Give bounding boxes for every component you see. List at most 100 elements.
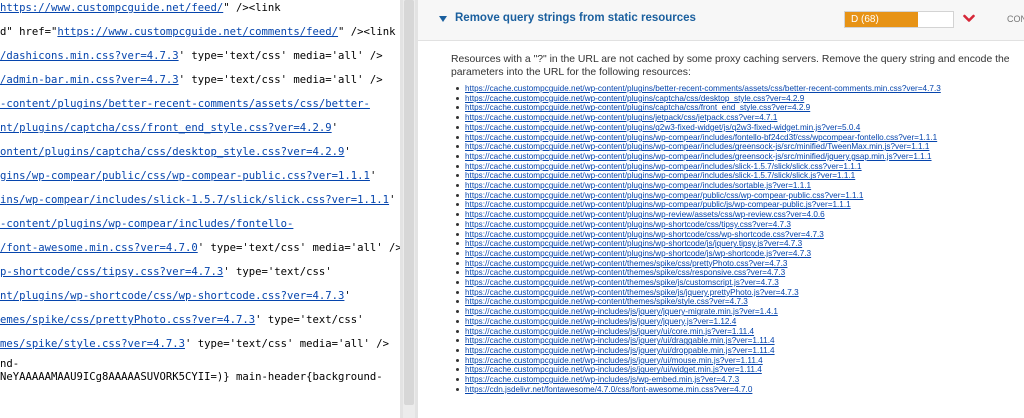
resource-url[interactable]: https://cache.custompcguide.net/wp-conte… — [465, 161, 862, 171]
resource-url[interactable]: https://cache.custompcguide.net/wp-inclu… — [465, 336, 775, 346]
resource-url[interactable]: https://cache.custompcguide.net/wp-conte… — [465, 113, 778, 123]
list-bullet — [456, 261, 459, 265]
source-link[interactable]: ontent/plugins/captcha/css/desktop_style… — [0, 146, 345, 158]
source-text: ' — [369, 170, 377, 182]
list-bullet — [456, 339, 459, 343]
resource-link[interactable]: https://cache.custompcguide.net/wp-conte… — [456, 142, 930, 152]
resource-url[interactable]: https://cache.custompcguide.net/wp-conte… — [465, 239, 803, 249]
resource-url[interactable]: https://cache.custompcguide.net/wp-conte… — [465, 248, 812, 258]
resource-url[interactable]: https://cache.custompcguide.net/wp-conte… — [465, 297, 748, 307]
source-link[interactable]: /font-awesome.min.css?ver=4.7.0 — [0, 242, 198, 254]
resource-link[interactable]: https://cache.custompcguide.net/wp-conte… — [456, 229, 824, 239]
source-line: gins/wp-compear/public/css/wp-compear-pu… — [0, 170, 376, 183]
resource-link[interactable]: https://cdn.jsdelivr.net/fontawesome/4.7… — [456, 384, 753, 394]
source-text: d" href=" — [0, 26, 58, 38]
source-link[interactable]: ins/wp-compear/includes/slick-1.5.7/slic… — [0, 194, 390, 206]
resource-link[interactable]: https://cache.custompcguide.net/wp-conte… — [456, 297, 748, 307]
recommendation-title[interactable]: Remove query strings from static resourc… — [455, 12, 696, 24]
source-link[interactable]: https://www.custompcguide.net/feed/ — [0, 2, 224, 14]
resource-url[interactable]: https://cache.custompcguide.net/wp-inclu… — [465, 316, 737, 326]
source-text: ' — [389, 194, 396, 206]
resource-url[interactable]: https://cdn.jsdelivr.net/fontawesome/4.7… — [465, 384, 753, 394]
resource-url[interactable]: https://cache.custompcguide.net/wp-conte… — [465, 268, 786, 278]
resource-url[interactable]: https://cache.custompcguide.net/wp-conte… — [465, 103, 811, 113]
resource-url[interactable]: https://cache.custompcguide.net/wp-conte… — [465, 142, 930, 152]
resource-link[interactable]: https://cache.custompcguide.net/wp-inclu… — [456, 336, 775, 346]
resource-url[interactable]: https://cache.custompcguide.net/wp-inclu… — [465, 355, 763, 365]
resource-link[interactable]: https://cache.custompcguide.net/wp-conte… — [456, 171, 856, 181]
source-link[interactable]: mes/spike/style.css?ver=4.7.3 — [0, 338, 185, 350]
resource-url[interactable]: https://cache.custompcguide.net/wp-conte… — [465, 229, 824, 239]
resource-url[interactable]: https://cache.custompcguide.net/wp-conte… — [465, 151, 932, 161]
source-link[interactable]: nt/plugins/captcha/css/front_end_style.c… — [0, 122, 332, 134]
resource-link[interactable]: https://cache.custompcguide.net/wp-conte… — [456, 248, 812, 258]
resource-link[interactable]: https://cache.custompcguide.net/wp-conte… — [456, 219, 791, 229]
resource-link[interactable]: https://cache.custompcguide.net/wp-inclu… — [456, 307, 778, 317]
resource-url[interactable]: https://cache.custompcguide.net/wp-conte… — [465, 132, 938, 142]
resource-url[interactable]: https://cache.custompcguide.net/wp-conte… — [465, 287, 799, 297]
chevron-down-icon[interactable] — [963, 14, 975, 24]
source-link[interactable]: nt/plugins/wp-shortcode/css/wp-shortcode… — [0, 290, 345, 302]
resource-url[interactable]: https://cache.custompcguide.net/wp-conte… — [465, 93, 805, 103]
resource-link[interactable]: https://cache.custompcguide.net/wp-conte… — [456, 239, 803, 249]
source-line: https://www.custompcguide.net/feed/" /><… — [0, 2, 281, 15]
grade-bar: D (68) — [844, 11, 954, 28]
resource-link[interactable]: https://cache.custompcguide.net/wp-inclu… — [456, 316, 737, 326]
resource-link[interactable]: https://cache.custompcguide.net/wp-inclu… — [456, 355, 763, 365]
resource-url[interactable]: https://cache.custompcguide.net/wp-conte… — [465, 181, 812, 190]
resource-url[interactable]: https://cache.custompcguide.net/wp-conte… — [465, 200, 851, 210]
resource-link[interactable]: https://cache.custompcguide.net/wp-conte… — [456, 113, 778, 123]
resource-url[interactable]: https://cache.custompcguide.net/wp-conte… — [465, 219, 791, 229]
resource-url[interactable]: https://cache.custompcguide.net/wp-conte… — [465, 278, 779, 287]
vertical-scrollbar[interactable] — [403, 0, 415, 418]
list-bullet — [456, 222, 459, 226]
list-bullet — [456, 96, 459, 100]
source-link[interactable]: gins/wp-compear/public/css/wp-compear-pu… — [0, 170, 370, 182]
resource-url[interactable]: https://cache.custompcguide.net/wp-conte… — [465, 171, 856, 181]
resource-link[interactable]: https://cache.custompcguide.net/wp-conte… — [456, 287, 799, 297]
source-link[interactable]: emes/spike/css/prettyPhoto.css?ver=4.7.3 — [0, 314, 256, 326]
resource-link[interactable]: https://cache.custompcguide.net/wp-conte… — [456, 181, 812, 190]
resource-url[interactable]: https://cache.custompcguide.net/wp-inclu… — [465, 326, 755, 336]
source-link[interactable]: -content/plugins/better-recent-comments/… — [0, 98, 370, 110]
list-bullet — [456, 319, 459, 323]
resource-link[interactable]: https://cache.custompcguide.net/wp-conte… — [456, 258, 788, 268]
resource-link[interactable]: https://cache.custompcguide.net/wp-conte… — [456, 190, 864, 200]
resource-url[interactable]: https://cache.custompcguide.net/wp-inclu… — [465, 307, 778, 317]
resource-url[interactable]: https://cache.custompcguide.net/wp-inclu… — [465, 345, 775, 355]
expand-triangle-icon[interactable] — [439, 16, 447, 22]
resource-link[interactable]: https://cache.custompcguide.net/wp-conte… — [456, 161, 862, 171]
recommendation-header[interactable]: Remove query strings from static resourc… — [418, 0, 1024, 41]
source-link[interactable]: -content/plugins/wp-compear/includes/fon… — [0, 218, 294, 230]
resource-link[interactable]: https://cache.custompcguide.net/wp-conte… — [456, 132, 938, 142]
source-text: NeYAAAAAMAAU9ICg8AAAAASUVORK5CYII=)} mai… — [0, 371, 383, 383]
resource-link[interactable]: https://cache.custompcguide.net/wp-conte… — [456, 103, 811, 113]
recommendation-description: Resources with a "?" in the URL are not … — [451, 54, 1010, 78]
source-link[interactable]: /dashicons.min.css?ver=4.7.3 — [0, 50, 179, 62]
resource-link[interactable]: https://cache.custompcguide.net/wp-conte… — [456, 151, 932, 161]
resource-link[interactable]: https://cache.custompcguide.net/wp-inclu… — [456, 375, 740, 384]
resource-link[interactable]: https://cache.custompcguide.net/wp-conte… — [456, 84, 941, 93]
resource-link[interactable]: https://cache.custompcguide.net/wp-conte… — [456, 278, 779, 287]
source-text: ' type='text/css' media='all' /> — [178, 50, 383, 62]
resource-link[interactable]: https://cache.custompcguide.net/wp-conte… — [456, 200, 851, 210]
resource-link[interactable]: https://cache.custompcguide.net/wp-inclu… — [456, 345, 775, 355]
resource-link[interactable]: https://cache.custompcguide.net/wp-conte… — [456, 268, 786, 278]
resource-link[interactable]: https://cache.custompcguide.net/wp-conte… — [456, 122, 861, 132]
source-text: " /><link — [338, 26, 396, 38]
resource-url[interactable]: https://cache.custompcguide.net/wp-conte… — [465, 122, 861, 132]
resource-link[interactable]: https://cache.custompcguide.net/wp-conte… — [456, 210, 825, 220]
resource-url[interactable]: https://cache.custompcguide.net/wp-conte… — [465, 190, 864, 200]
source-link[interactable]: p-shortcode/css/tipsy.css?ver=4.7.3 — [0, 266, 224, 278]
resource-url[interactable]: https://cache.custompcguide.net/wp-conte… — [465, 210, 825, 220]
source-link[interactable]: https://www.custompcguide.net/comments/f… — [57, 26, 339, 38]
resource-url[interactable]: https://cache.custompcguide.net/wp-inclu… — [465, 375, 740, 384]
resource-url[interactable]: https://cache.custompcguide.net/wp-conte… — [465, 258, 788, 268]
source-link[interactable]: /admin-bar.min.css?ver=4.7.3 — [0, 74, 179, 86]
resource-link[interactable]: https://cache.custompcguide.net/wp-inclu… — [456, 365, 762, 375]
resource-url[interactable]: https://cache.custompcguide.net/wp-inclu… — [465, 365, 762, 375]
resource-link[interactable]: https://cache.custompcguide.net/wp-conte… — [456, 93, 805, 103]
resource-url[interactable]: https://cache.custompcguide.net/wp-conte… — [465, 84, 941, 93]
scrollbar-thumb[interactable] — [404, 0, 414, 405]
resource-link[interactable]: https://cache.custompcguide.net/wp-inclu… — [456, 326, 755, 336]
